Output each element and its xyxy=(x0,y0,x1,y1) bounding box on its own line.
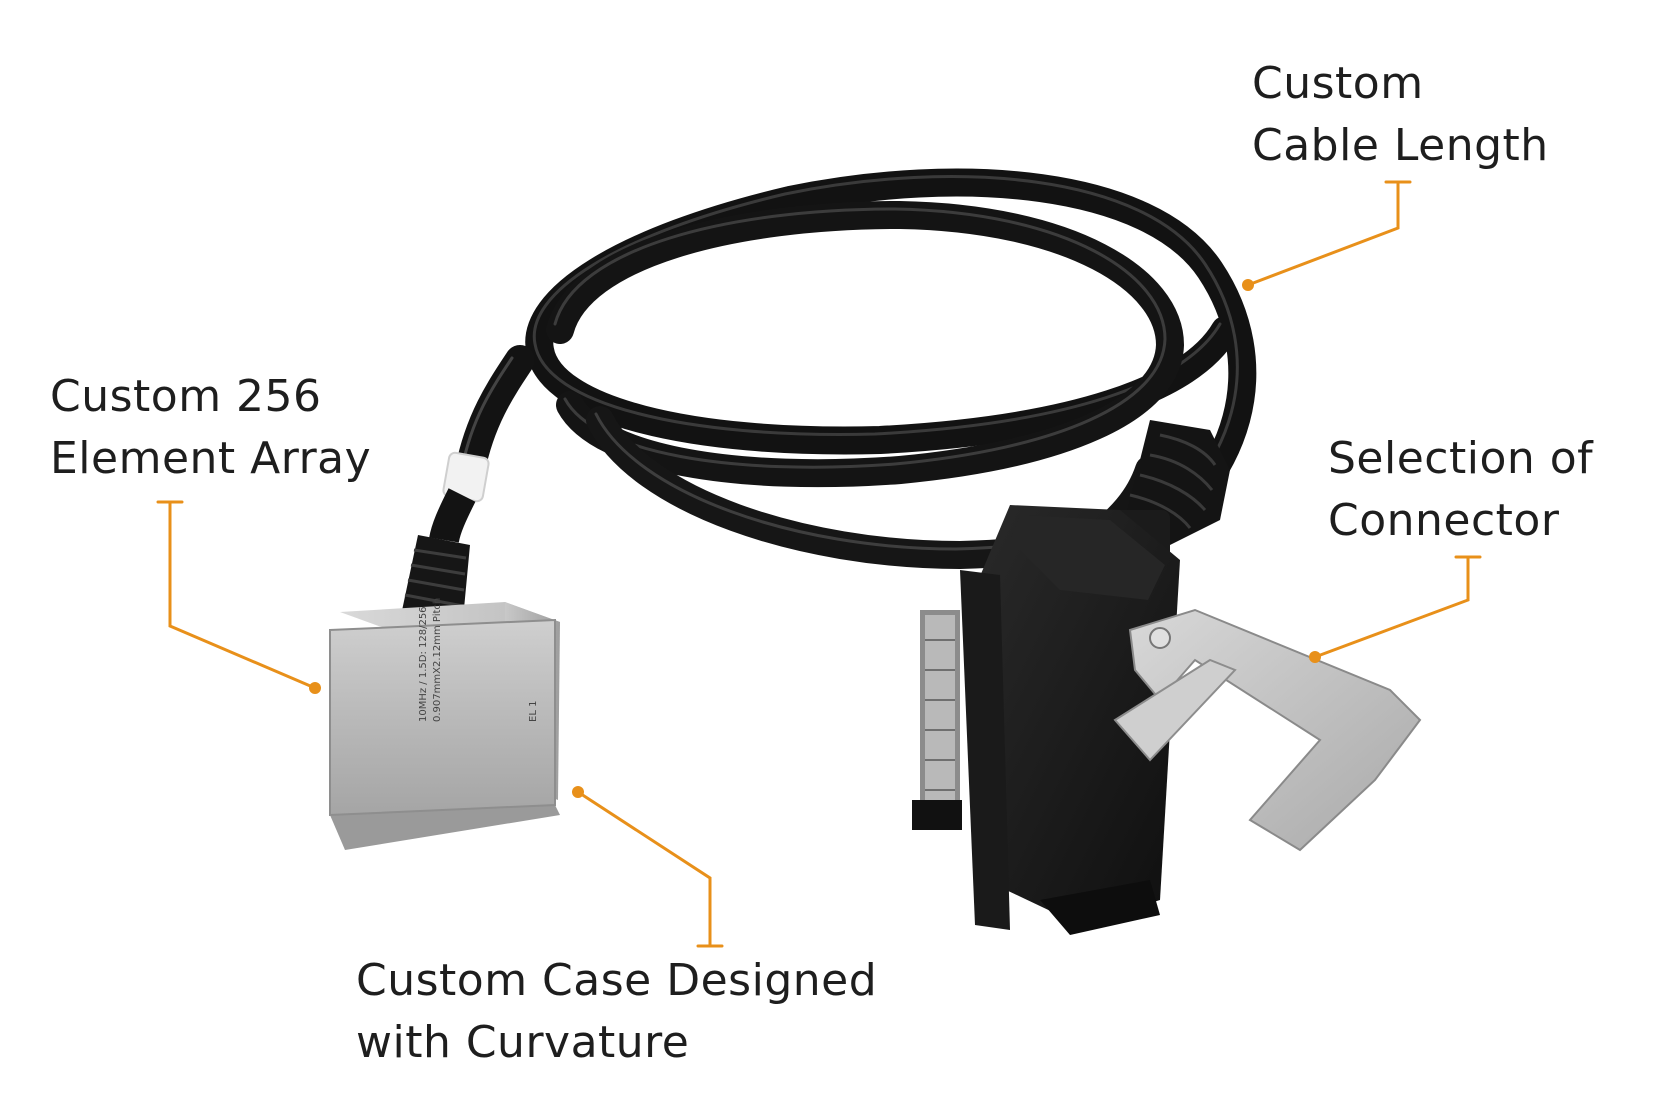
cable-segment xyxy=(429,488,476,543)
callout-dot-connector xyxy=(1309,651,1321,663)
callout-case-line1: Custom Case Designed xyxy=(356,955,878,1006)
callout-cable-length-line2: Cable Length xyxy=(1252,120,1549,171)
callout-cable-length-line1: Custom xyxy=(1252,58,1424,109)
probe-engraving-id: EL 1 xyxy=(528,701,539,722)
callout-lines xyxy=(156,180,1482,948)
callout-case-line2: with Curvature xyxy=(356,1017,690,1068)
connector-latch-clip xyxy=(1113,608,1422,852)
connector-body xyxy=(960,505,1180,935)
callout-connector: Selection of Connector xyxy=(1328,428,1593,552)
callout-connector-line1: Selection of xyxy=(1328,433,1594,484)
callout-dot-case xyxy=(572,786,584,798)
callout-dot-cable xyxy=(1242,279,1254,291)
callout-element-array-line1: Custom 256 xyxy=(50,371,322,422)
callout-cable-length: Custom Cable Length xyxy=(1252,53,1549,177)
callout-element-array: Custom 256 Element Array xyxy=(50,366,371,490)
callout-dots xyxy=(309,279,1321,798)
callout-connector-line2: Connector xyxy=(1328,495,1560,546)
probe-engraving-line2: 0.907mmX2.12mm Pitch xyxy=(432,598,443,722)
probe-engraving-line1: 10MHz / 1.5D: 128/256 xyxy=(418,606,429,722)
callout-dot-array xyxy=(309,682,321,694)
cable-coil xyxy=(455,168,1257,574)
connector-pins xyxy=(912,610,962,830)
probe-case: 10MHz / 1.5D: 128/256 0.907mmX2.12mm Pit… xyxy=(329,598,560,850)
probe-engraving: 10MHz / 1.5D: 128/256 0.907mmX2.12mm Pit… xyxy=(418,598,539,722)
callout-case: Custom Case Designed with Curvature xyxy=(356,950,877,1074)
callout-element-array-line2: Element Array xyxy=(50,433,372,484)
